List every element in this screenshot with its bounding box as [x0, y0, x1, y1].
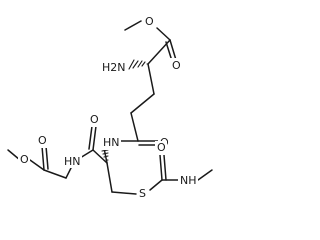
bond-nh-methyl: [197, 169, 213, 181]
bond-carbamoyl-co-b: [163, 154, 167, 181]
bond-cys-alpha-carbonyl: [92, 149, 108, 164]
atom-label-layer: O O H2N O HN O HN O O S O NH: [18, 14, 198, 200]
bond-o-ester-carbon-top: [156, 27, 171, 41]
atom-o-carbamoyl: O: [157, 141, 166, 154]
atom-o-ester-single-top: O: [145, 15, 154, 28]
bond-ch2-s: [111, 191, 137, 195]
bond-cys-alpha-ch2: [106, 162, 113, 193]
bond-gly-ester-c-o: [29, 159, 45, 171]
bond-ch2-ch2: [130, 93, 155, 114]
atom-o-gly-ester-carbonyl: O: [38, 134, 47, 147]
hashed-wedge-cys-alpha: [101, 149, 109, 161]
bond-ch2-amide-c: [130, 112, 139, 142]
atom-hn-amide-upper: HN: [103, 136, 120, 149]
atom-o-ester-carbonyl-top: O: [172, 59, 181, 72]
bond-alpha-ch2: [147, 63, 155, 95]
bond-carbonyl-nh-lower: [79, 149, 94, 159]
bond-ester-c-alpha-top: [147, 39, 171, 65]
bond-carbamoyl-co-a: [159, 154, 163, 181]
bond-layer: [7, 20, 213, 195]
bond-amide-co-lower-b: [88, 125, 93, 150]
atom-nh-carbamoyl: NH: [180, 174, 197, 187]
bond-s-carbamoyl-c: [149, 179, 163, 191]
bond-ester-carbonyl-top-b: [165, 41, 173, 62]
bond-ester-carbonyl-top-a: [169, 39, 177, 61]
bond-methyl-o-top: [124, 20, 142, 31]
atom-o-gly-ester-single: O: [20, 153, 29, 166]
hashed-wedge-alpha-nh2: [128, 59, 149, 70]
bond-gly-ch2-ester-c: [43, 169, 67, 179]
atom-hn-amide-lower: HN: [64, 155, 81, 168]
atom-nh2: H2N: [102, 61, 126, 74]
stereo-layer: [101, 59, 149, 161]
bond-gly-ester-co-a: [41, 145, 45, 171]
atom-s-thioester: S: [139, 187, 146, 200]
atom-o-amide-lower: O: [90, 113, 99, 126]
bond-amide-co-lower-a: [92, 125, 97, 151]
bond-gly-ester-co-b: [45, 145, 49, 170]
molecule-structure: O O H2N O HN O HN O O S O NH: [7, 14, 213, 200]
